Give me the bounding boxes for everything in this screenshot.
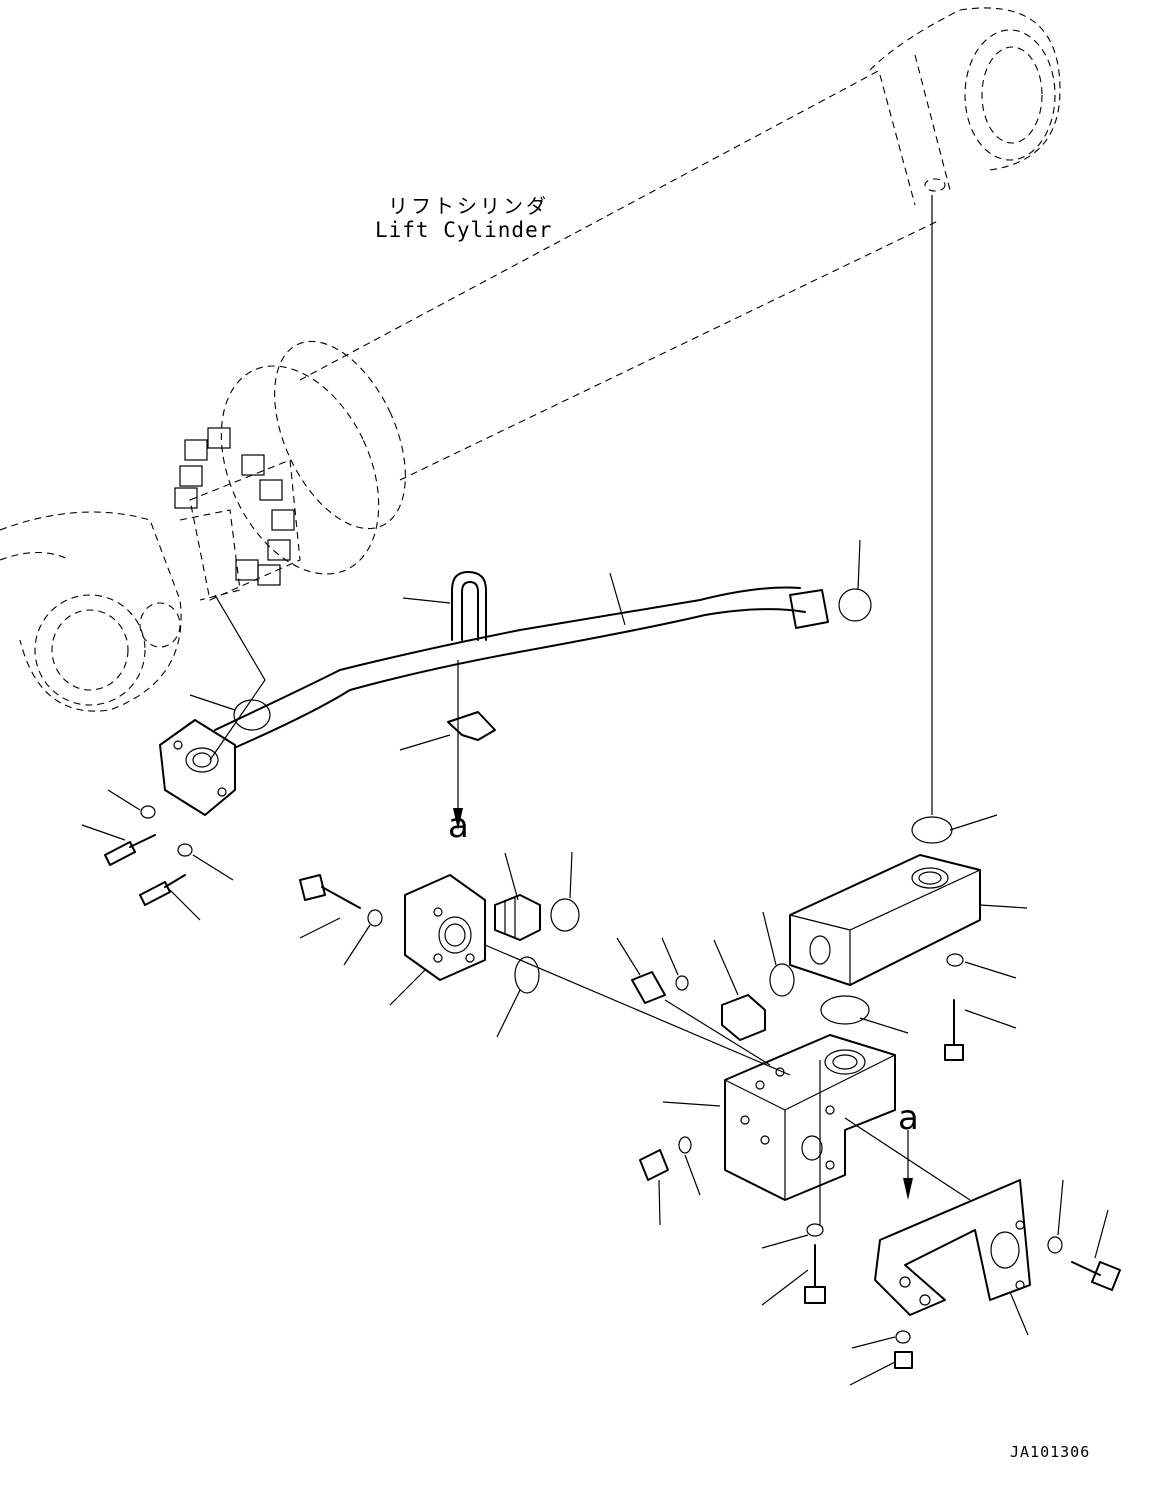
arrow-label-a-lower: a <box>898 1098 919 1138</box>
assembly-lines <box>209 195 971 1225</box>
bolts-right <box>804 953 1121 1369</box>
lift-cylinder-label-english: Lift Cylinder <box>375 218 553 242</box>
rod-collar-bolts <box>174 427 295 586</box>
adapter-fitting <box>494 894 541 941</box>
u-bolt <box>451 571 487 641</box>
arrow-a1-head <box>453 808 463 830</box>
arrow-a2-head <box>903 1178 913 1200</box>
arrow-label-a-upper: a <box>448 806 469 846</box>
leader-lines <box>81 539 1109 1386</box>
drawing-number: JA101306 <box>1010 1443 1091 1461</box>
mounting-bracket <box>874 1179 1031 1316</box>
valve-body-lower <box>724 1034 896 1201</box>
small-fittings <box>631 971 766 1181</box>
o-rings <box>233 588 953 1025</box>
lift-cylinder-phantom <box>0 7 1061 712</box>
tube-pipe <box>214 586 829 753</box>
tube-flange <box>159 719 236 816</box>
bolts-left <box>104 805 383 927</box>
clamp-saddle <box>447 711 496 741</box>
valve-body-upper <box>789 854 981 986</box>
lift-cylinder-label-japanese: リフトシリンダ <box>388 194 549 218</box>
split-flange-block <box>404 874 486 981</box>
